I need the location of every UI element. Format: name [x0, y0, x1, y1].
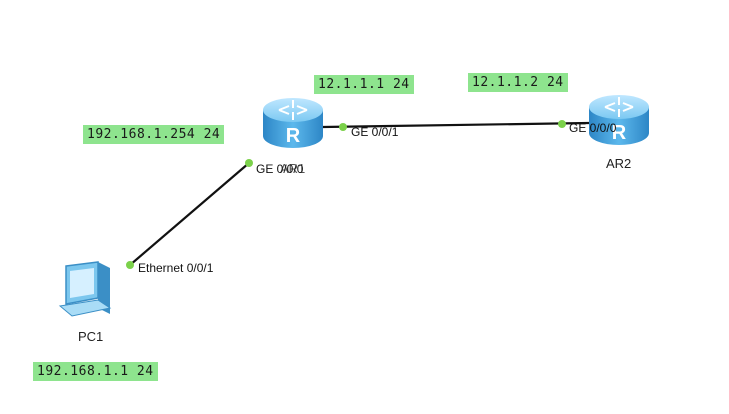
ip-label-pc1: 192.168.1.1 24	[33, 362, 158, 381]
port-dot-ar1-ge000	[245, 159, 253, 167]
port-label-pc1-eth: Ethernet 0/0/1	[138, 261, 214, 275]
port-dot-ar1-ge001	[339, 123, 347, 131]
port-label-ar1-ge000: GE 0/0/0	[256, 162, 304, 176]
port-label-ar2-ge000: GE 0/0/0	[569, 121, 617, 135]
router-icon[interactable]: R	[263, 98, 323, 148]
ip-label-ar1-wan: 12.1.1.1 24	[314, 75, 414, 94]
device-label-ar1: AR1	[280, 161, 306, 176]
ip-label-ar1-lan: 192.168.1.254 24	[83, 125, 225, 144]
ip-label-ar2-wan: 12.1.1.2 24	[468, 73, 568, 92]
svg-text:R: R	[612, 122, 627, 144]
pc-icon[interactable]	[58, 261, 112, 317]
link-ar1-ar2[interactable]	[322, 121, 590, 129]
link-pc1-ar1[interactable]	[129, 162, 250, 266]
port-label-ar1-ge001: GE 0/0/1	[351, 125, 399, 139]
device-label-ar2: AR2	[606, 156, 632, 171]
port-dot-pc1-eth	[126, 261, 134, 269]
svg-text:R: R	[286, 125, 301, 147]
device-label-pc1: PC1	[78, 329, 104, 344]
port-dot-ar2-ge000	[558, 120, 566, 128]
router-icon[interactable]: R	[589, 95, 649, 145]
